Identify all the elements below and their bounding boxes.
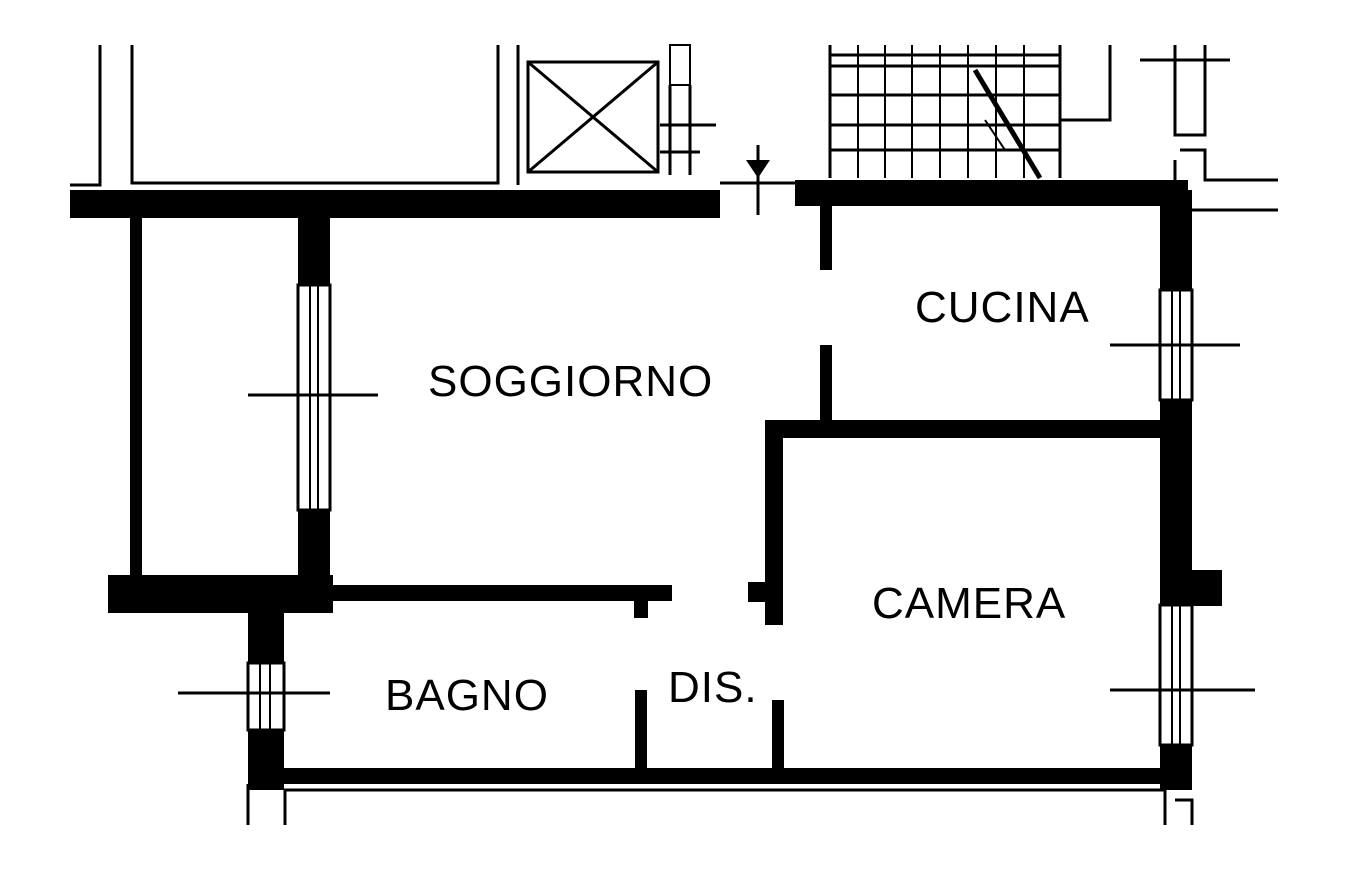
walls: [70, 145, 1222, 825]
wall-soggiorno-bagno: [330, 585, 672, 601]
balcony-wall: [130, 215, 142, 577]
wall-soggiorno-west-bottom: [298, 510, 330, 610]
wall-right-pillar: [1185, 570, 1222, 606]
staircase: [828, 45, 1062, 180]
wall-balcony-bottom: [108, 575, 333, 613]
room-label-disimpegno: DIS.: [668, 663, 758, 712]
wall-camera-west: [765, 420, 783, 625]
elevator-shaft: [526, 60, 660, 174]
wall-cucina-camera: [765, 420, 1160, 438]
wall-cucina-west-bottom: [820, 345, 832, 425]
windows: [178, 283, 1255, 747]
wall-cucina-west-top: [820, 205, 832, 270]
wall-top-left: [70, 190, 720, 218]
room-label-soggiorno: SOGGIORNO: [428, 357, 713, 406]
wall-bagno-dis: [635, 690, 647, 775]
wall-soggiorno-west-top: [298, 205, 330, 285]
wall-dis-camera: [772, 700, 784, 775]
window-bagno: [178, 661, 330, 732]
wall-right-upper: [1160, 190, 1192, 290]
room-labels: SOGGIORNO CUCINA CAMERA BAGNO DIS.: [385, 283, 1090, 720]
wall-top-right: [795, 180, 1188, 206]
wall-bagno-west-top: [248, 608, 284, 663]
window-soggiorno: [248, 283, 378, 512]
window-cucina: [1110, 288, 1240, 402]
wall-bottom: [248, 768, 1192, 784]
room-label-camera: CAMERA: [872, 579, 1066, 628]
room-label-cucina: CUCINA: [915, 283, 1090, 332]
door-jamb-camera: [748, 582, 770, 602]
neighbor-structures: [70, 44, 1278, 212]
window-camera: [1110, 603, 1255, 747]
room-label-bagno: BAGNO: [385, 671, 549, 720]
door-jamb-bagno: [634, 590, 648, 618]
entrance-marker-icon: [720, 145, 795, 215]
